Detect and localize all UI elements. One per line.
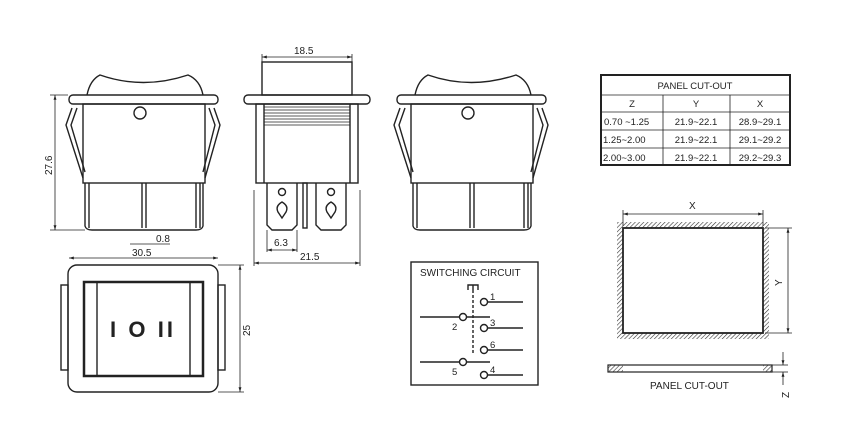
cell-z: 0.70 ~1.25	[604, 117, 649, 128]
cell-x: 29.2~29.3	[739, 153, 782, 164]
side-view-left: 27.6 0.8 30.5	[44, 74, 221, 260]
x-label: X	[689, 201, 696, 212]
dim-height: 27.6	[44, 155, 55, 175]
terminal-6: 6	[490, 340, 495, 351]
cell-z: 1.25~2.00	[603, 135, 646, 146]
dim-front-height: 25	[242, 324, 253, 336]
dim-top-width: 18.5	[294, 46, 314, 57]
dim-body-width: 21.5	[300, 252, 320, 263]
switching-circuit: SWITCHING CIRCUIT 1 2 3 6 5 4	[410, 261, 539, 386]
side-view-middle: 18.5 6.3 21.5	[243, 46, 371, 266]
cutout-caption: PANEL CUT-OUT	[650, 381, 729, 392]
circuit-title: SWITCHING CIRCUIT	[420, 268, 521, 279]
cell-y: 21.9~22.1	[675, 135, 718, 146]
cell-x: 28.9~29.1	[739, 117, 782, 128]
table-row: 0.70 ~1.25 21.9~22.1 28.9~29.1	[604, 117, 781, 128]
terminal-2: 2	[452, 322, 457, 333]
table-row: 2.00~3.00 21.9~22.1 29.2~29.3	[603, 153, 781, 164]
header-x: X	[757, 99, 764, 110]
indicator-dot	[133, 106, 147, 120]
terminal-4: 4	[490, 365, 495, 376]
y-label: Y	[774, 279, 785, 286]
header-z: Z	[629, 99, 635, 110]
cell-z: 2.00~3.00	[603, 153, 646, 164]
table-title: PANEL CUT-OUT	[658, 81, 733, 92]
dim-pin-width: 0.8	[156, 234, 170, 245]
side-view-right	[393, 74, 549, 231]
terminal-1: 1	[490, 292, 495, 303]
terminal-3: 3	[490, 318, 495, 329]
front-view: I O II 25	[60, 264, 253, 393]
z-label: Z	[781, 392, 792, 398]
table-row: 1.25~2.00 21.9~22.1 29.1~29.2	[603, 135, 781, 146]
terminal-5: 5	[452, 367, 457, 378]
cell-y: 21.9~22.1	[675, 153, 718, 164]
cell-y: 21.9~22.1	[675, 117, 718, 128]
cell-x: 29.1~29.2	[739, 135, 782, 146]
header-y: Y	[693, 99, 700, 110]
panel-cutout-drawing: X Y PANEL CUT-OUT Z	[607, 201, 792, 398]
dim-width-front: 30.5	[132, 248, 152, 259]
switch-symbols: I O II	[110, 317, 173, 342]
panel-cutout-table: PANEL CUT-OUT Z Y X 0.70 ~1.25 21.9~22.1…	[600, 74, 791, 166]
dim-terminal-width: 6.3	[274, 238, 288, 249]
